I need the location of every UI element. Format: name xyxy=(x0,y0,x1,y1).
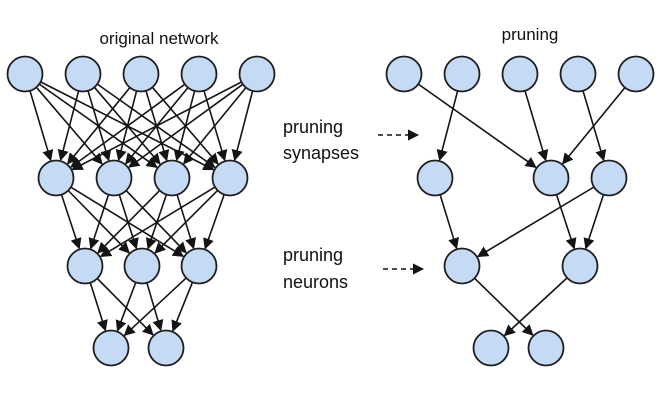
original-neuron-l0-n2 xyxy=(122,55,160,93)
original-neuron-l0-n4 xyxy=(238,55,276,93)
pruned-synapse-l1-0-to-0 xyxy=(439,194,459,250)
pruned-synapse-l2-0-to-1 xyxy=(473,277,534,336)
original-neuron-l2-n0 xyxy=(66,247,104,285)
pruning-neurons-label-line2: neurons xyxy=(283,272,348,292)
original-synapse-l1-1-to-0 xyxy=(88,194,110,250)
original-synapse-l2-1-to-1 xyxy=(146,282,164,332)
pruning-synapses-label-line2: synapses xyxy=(283,143,359,163)
pruned-synapse-l2-1-to-0 xyxy=(503,277,568,337)
original-synapse-l1-3-to-1 xyxy=(154,189,219,254)
original-synapse-l1-2-to-0 xyxy=(97,189,161,254)
original-neuron-l3-n1 xyxy=(147,329,185,367)
original-synapse-l0-2-to-0 xyxy=(66,87,131,165)
pruned-neuron-l2-n1 xyxy=(561,247,599,285)
original-neuron-l1-n1 xyxy=(95,159,133,197)
original-synapse-l2-0-to-1 xyxy=(96,277,154,336)
original-network-title: original network xyxy=(99,29,219,48)
original-neuron-l0-n0 xyxy=(6,55,44,93)
original-synapse-l1-0-to-1 xyxy=(67,189,130,254)
original-synapse-l1-0-to-0 xyxy=(60,194,82,250)
original-synapse-l0-4-to-0 xyxy=(71,81,242,171)
pruned-synapse-l0-1-to-0 xyxy=(436,90,459,162)
pruned-neuron-l3-n0 xyxy=(472,329,510,367)
original-synapse-l0-1-to-0 xyxy=(57,90,80,162)
original-neuron-l2-n1 xyxy=(123,247,161,285)
original-synapse-l1-3-to-2 xyxy=(203,194,225,250)
original-synapse-l0-0-to-0 xyxy=(29,90,54,162)
pruned-neuron-l0-n1 xyxy=(443,55,481,93)
original-synapse-l0-4-to-1 xyxy=(128,83,244,168)
pruning-neurons-label-line1: pruning xyxy=(283,245,343,265)
pruned-neuron-l0-n2 xyxy=(501,55,539,93)
original-network-nodes xyxy=(6,55,276,367)
pruned-synapse-l1-2-to-1 xyxy=(583,194,605,250)
original-synapse-l2-2-to-0 xyxy=(123,277,187,337)
original-synapse-l2-2-to-1 xyxy=(171,281,194,332)
pruned-synapse-l1-2-to-0 xyxy=(476,186,595,258)
pruned-neuron-l0-n4 xyxy=(617,55,655,93)
original-neuron-l0-n1 xyxy=(64,55,102,93)
pruned-network-edges xyxy=(417,83,626,337)
pruned-synapse-l0-4-to-1 xyxy=(561,87,626,165)
original-synapse-l1-3-to-0 xyxy=(99,186,216,258)
pruned-synapse-l1-1-to-1 xyxy=(555,194,577,250)
original-neuron-l1-n2 xyxy=(153,159,191,197)
pruned-neuron-l1-n2 xyxy=(590,159,628,197)
pruned-neuron-l0-n0 xyxy=(385,55,423,93)
original-synapse-l0-4-to-3 xyxy=(231,90,254,162)
original-synapse-l0-3-to-0 xyxy=(70,83,186,168)
original-neuron-l0-n3 xyxy=(180,55,218,93)
pruned-network-nodes xyxy=(385,55,655,367)
original-network-edges xyxy=(29,81,254,337)
original-neuron-l3-n0 xyxy=(92,329,130,367)
original-neuron-l2-n2 xyxy=(180,247,218,285)
pruned-synapse-l0-2-to-1 xyxy=(524,90,549,162)
original-neuron-l1-n0 xyxy=(37,159,75,197)
pruning-title: pruning xyxy=(502,25,559,44)
pruned-neuron-l1-n1 xyxy=(532,159,570,197)
pruned-neuron-l1-n0 xyxy=(416,159,454,197)
pruned-synapse-l0-0-to-1 xyxy=(417,83,537,168)
original-neuron-l1-n3 xyxy=(211,159,249,197)
pruned-neuron-l2-n0 xyxy=(443,247,481,285)
original-synapse-l1-1-to-2 xyxy=(125,190,187,254)
original-synapse-l1-2-to-2 xyxy=(176,194,196,250)
pruned-neuron-l3-n1 xyxy=(527,329,565,367)
pruned-neuron-l0-n3 xyxy=(559,55,597,93)
pruning-synapses-label-line1: pruning xyxy=(283,117,343,137)
original-synapse-l0-4-to-2 xyxy=(182,87,247,165)
original-synapse-l1-0-to-2 xyxy=(70,186,185,257)
original-synapse-l2-1-to-0 xyxy=(115,282,137,332)
original-synapse-l2-0-to-0 xyxy=(89,282,108,332)
